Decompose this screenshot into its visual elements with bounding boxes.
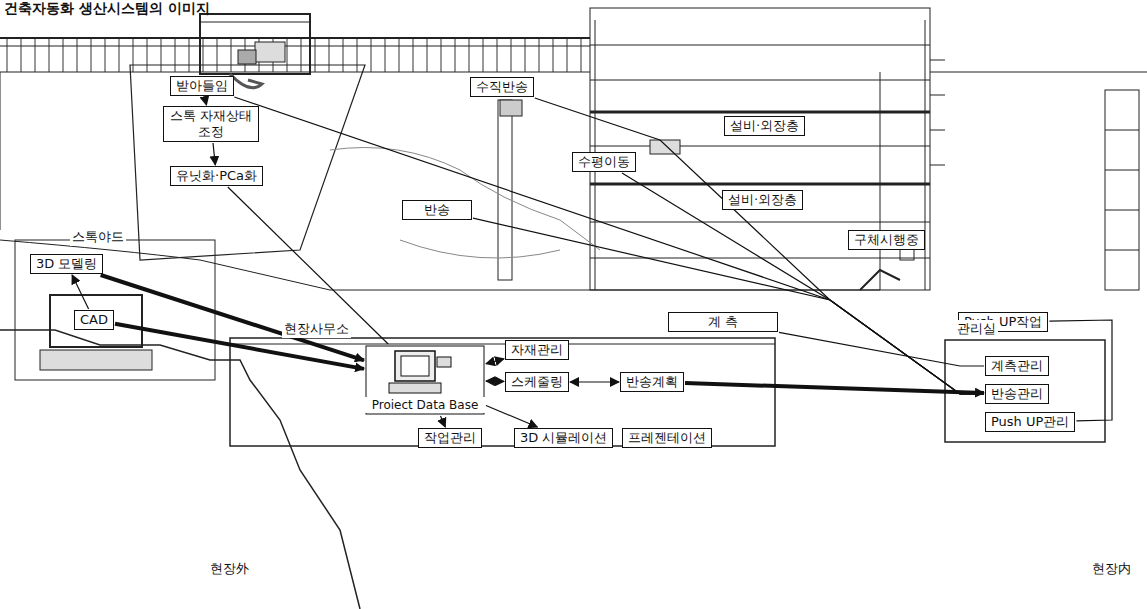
floor-box: 설비·외장층 bbox=[722, 190, 803, 210]
node-text: 반송관리 bbox=[991, 386, 1043, 401]
cad-box: CAD bbox=[74, 310, 114, 330]
area-label: 스톡야드 bbox=[70, 228, 126, 246]
node-text: 설비·외장층 bbox=[730, 118, 799, 133]
connector bbox=[101, 275, 364, 360]
pushup-mgmt-box: Push UP관리 bbox=[985, 412, 1075, 432]
connector bbox=[486, 406, 537, 428]
node-text: 유닛화·PCa화 bbox=[176, 168, 257, 183]
modeling-box: 3D 모델링 bbox=[30, 254, 103, 274]
node-text: 수직반송 bbox=[476, 79, 528, 94]
node-text: 받아들임 bbox=[176, 78, 228, 93]
node-text: 반송 bbox=[424, 202, 450, 217]
node-text: Push UP관리 bbox=[991, 414, 1069, 429]
area-label: 현장사무소 bbox=[282, 320, 351, 338]
area-label: 관리실 bbox=[955, 320, 998, 338]
transport-mgmt-box: 반송관리 bbox=[985, 384, 1049, 404]
plan-box: 반송계획 bbox=[620, 372, 684, 392]
connector bbox=[205, 97, 207, 105]
connector bbox=[441, 416, 446, 427]
node-text: 수평이동 bbox=[578, 154, 630, 169]
intake-box: 받아들임 bbox=[170, 76, 234, 96]
connector bbox=[473, 218, 984, 394]
node-text: 스톡 자재상태조정 bbox=[170, 108, 252, 139]
unit-box: 유닛화·PCa화 bbox=[170, 166, 263, 186]
connector bbox=[1049, 320, 1112, 421]
node-text: 프레젠테이션 bbox=[628, 430, 706, 445]
connector bbox=[535, 98, 984, 394]
node-text: 작업관리 bbox=[424, 430, 476, 445]
stock-box: 스톡 자재상태조정 bbox=[163, 106, 259, 142]
node-text: 반송계획 bbox=[626, 374, 678, 389]
node-text: CAD bbox=[80, 312, 108, 327]
connector bbox=[213, 143, 215, 165]
simulation-box: 3D 시뮬레이션 bbox=[514, 428, 613, 448]
connector bbox=[72, 275, 89, 309]
measure-mgmt-box: 계측관리 bbox=[985, 356, 1049, 376]
connector bbox=[486, 359, 504, 364]
connector bbox=[570, 381, 619, 382]
connector bbox=[779, 332, 984, 366]
diagram-title: 건축자동화 생산시스템의 이미지 bbox=[4, 0, 210, 18]
database-box: Proiect Data Base bbox=[365, 345, 485, 415]
connector bbox=[228, 187, 388, 344]
node-text: Proiect Data Base bbox=[365, 397, 485, 413]
connector bbox=[486, 381, 504, 382]
node-text: 자재관리 bbox=[511, 342, 563, 357]
schedule-box: 스케줄링 bbox=[505, 372, 569, 392]
node-text: 설비·외장층 bbox=[728, 192, 797, 207]
node-text: 구체시행중 bbox=[854, 232, 919, 247]
work-box: 작업관리 bbox=[418, 428, 482, 448]
node-text: 계 측 bbox=[708, 314, 738, 329]
connector bbox=[685, 383, 984, 393]
node-text: 스케줄링 bbox=[511, 374, 563, 389]
horizontal-box: 수평이동 bbox=[572, 152, 636, 172]
area-label: 현장内 bbox=[1090, 560, 1133, 578]
transport-box: 반송 bbox=[402, 200, 472, 220]
node-text: 계측관리 bbox=[991, 358, 1043, 373]
vertical-box: 수직반송 bbox=[470, 77, 534, 97]
presentation-box: 프레젠테이션 bbox=[622, 428, 712, 448]
node-text: 3D 모델링 bbox=[36, 256, 97, 271]
floor-box: 설비·외장층 bbox=[724, 116, 805, 136]
node-text: 3D 시뮬레이션 bbox=[520, 430, 607, 445]
connector bbox=[234, 97, 984, 394]
area-label: 현장外 bbox=[208, 560, 251, 578]
measure-box: 계 측 bbox=[668, 312, 778, 332]
material-box: 자재관리 bbox=[505, 340, 569, 360]
structure-box: 구체시행중 bbox=[848, 230, 925, 250]
connector bbox=[622, 173, 984, 394]
